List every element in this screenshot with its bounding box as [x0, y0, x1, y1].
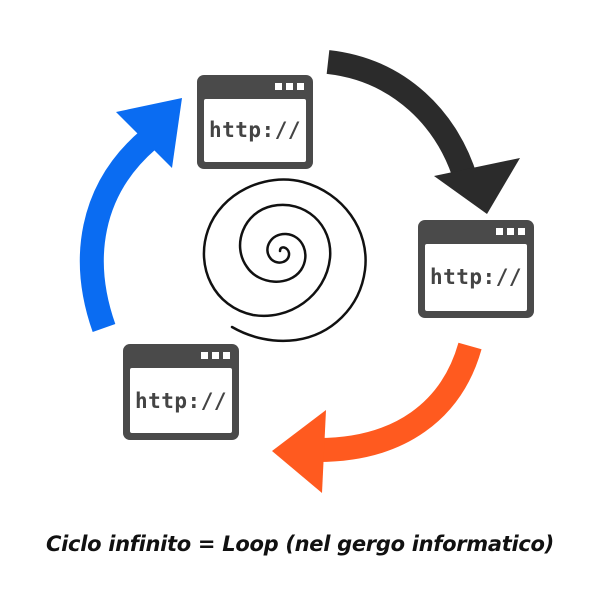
- arrow-orange-icon: [272, 342, 482, 493]
- window-url-label: http://: [430, 265, 522, 289]
- spiral-icon: [202, 178, 367, 343]
- browser-window-left: http://: [123, 344, 239, 440]
- browser-window-right: http://: [418, 220, 534, 318]
- arrow-dark-icon: [326, 50, 520, 214]
- window-url-label: http://: [209, 118, 301, 142]
- caption: Ciclo infinito = Loop (nel gergo informa…: [46, 532, 554, 556]
- arrow-blue-icon: [79, 98, 182, 332]
- window-url-label: http://: [135, 389, 227, 413]
- browser-window-top: http://: [197, 75, 313, 169]
